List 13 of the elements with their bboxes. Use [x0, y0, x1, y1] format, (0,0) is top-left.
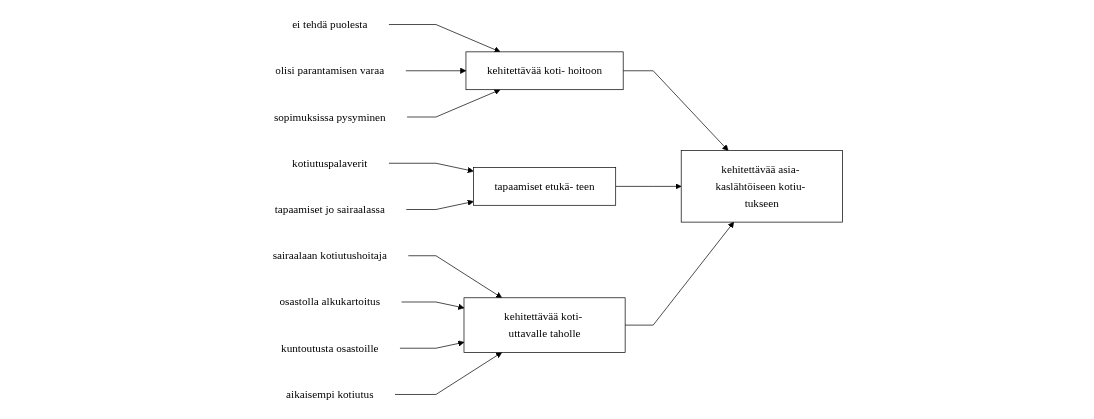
node-box: kehitettävää koti- uttavalle taholle [463, 297, 626, 353]
node-text: aikaisempi kotiutus [286, 388, 374, 401]
node-box: kehitettävää koti- hoitoon [465, 51, 624, 91]
node-box: kehitettävää asia- kaslähtöiseen kotiu- tukseen [680, 150, 843, 223]
node-text: ei tehdä puolesta [292, 18, 368, 31]
node-text: osastolla alkukartoitus [279, 295, 381, 308]
node-text: olisi parantamisen varaa [275, 64, 385, 77]
node-text: kotiutuspalaverit [292, 156, 368, 169]
node-text: sopimuksissa pysyminen [273, 110, 386, 123]
node-text: tapaamiset jo sairaalassa [274, 203, 385, 216]
node-text: kuntoutusta osastoille [281, 341, 379, 354]
node-text: sairaalaan kotiutushoitaja [272, 249, 387, 262]
node-box: tapaamiset etukä- teen [473, 167, 617, 206]
